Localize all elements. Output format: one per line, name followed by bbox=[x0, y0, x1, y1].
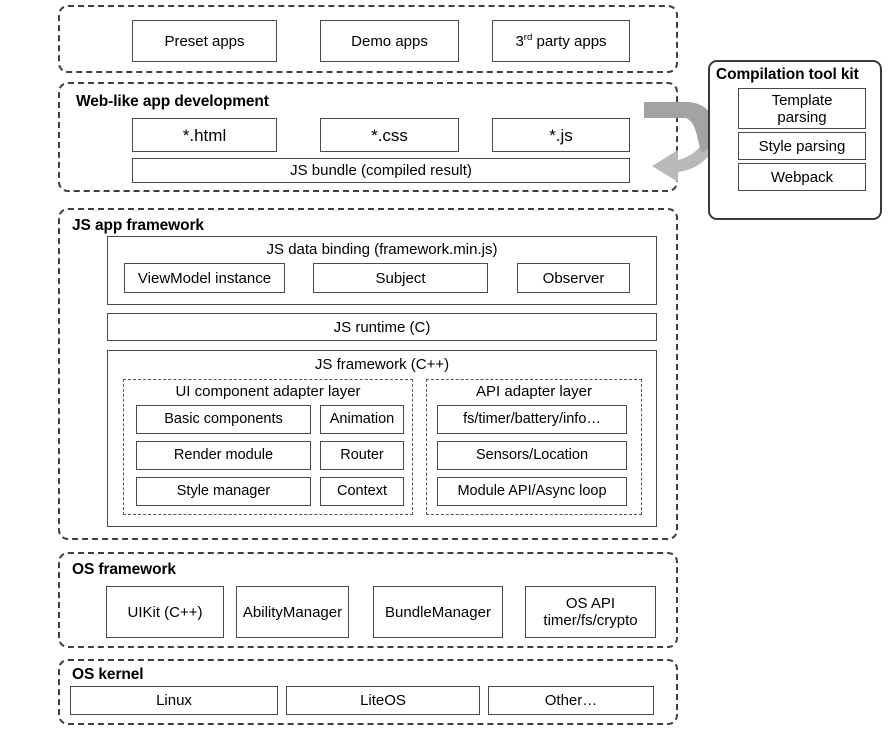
ui-box-animation[interactable]: Animation bbox=[320, 405, 404, 434]
api-adapter-layer-group: API adapter layer fs/timer/battery/info…… bbox=[426, 379, 642, 515]
api-box-module-api-async-loop[interactable]: Module API/Async loop bbox=[437, 477, 627, 506]
ui-box-context-label: Context bbox=[337, 483, 387, 499]
ui-box-style-manager[interactable]: Style manager bbox=[136, 477, 311, 506]
binding-box-subject[interactable]: Subject bbox=[313, 263, 488, 293]
ui-box-style-manager-label: Style manager bbox=[176, 483, 271, 499]
ui-box-context[interactable]: Context bbox=[320, 477, 404, 506]
os-kernel-title: OS kernel bbox=[72, 666, 144, 683]
binding-box-viewmodel-label: ViewModel instance bbox=[137, 269, 272, 287]
ui-box-render-module-label: Render module bbox=[173, 447, 274, 463]
file-box-css[interactable]: *.css bbox=[320, 118, 459, 152]
js-app-framework-title: JS app framework bbox=[72, 217, 204, 234]
binding-box-viewmodel[interactable]: ViewModel instance bbox=[124, 263, 285, 293]
file-box-js[interactable]: *.js bbox=[492, 118, 630, 152]
js-framework-label: JS framework (C++) bbox=[314, 356, 450, 373]
os-framework-group: OS framework UIKit (C++) AbilityManager … bbox=[58, 552, 678, 648]
os-framework-box-abilitymanager-label: AbilityManager bbox=[242, 603, 343, 621]
js-framework-box: JS framework (C++) UI component adapter … bbox=[107, 350, 657, 527]
os-kernel-box-liteos-label: LiteOS bbox=[360, 692, 406, 709]
api-box-fs-timer-battery[interactable]: fs/timer/battery/info… bbox=[437, 405, 627, 434]
binding-box-observer-label: Observer bbox=[542, 269, 605, 287]
file-box-html[interactable]: *.html bbox=[132, 118, 277, 152]
app-box-preset[interactable]: Preset apps bbox=[132, 20, 277, 62]
os-kernel-box-linux-label: Linux bbox=[156, 692, 192, 709]
os-kernel-box-liteos[interactable]: LiteOS bbox=[286, 686, 480, 715]
ui-box-basic-components-label: Basic components bbox=[164, 411, 283, 427]
js-bundle-label: JS bundle (compiled result) bbox=[290, 162, 472, 179]
ui-box-router-label: Router bbox=[340, 447, 384, 463]
os-framework-box-uikit-label: UIKit (C++) bbox=[127, 603, 203, 621]
app-box-demo-label: Demo apps bbox=[351, 32, 428, 50]
app-box-demo[interactable]: Demo apps bbox=[320, 20, 459, 62]
api-box-module-api-async-loop-label: Module API/Async loop bbox=[457, 483, 607, 499]
js-bundle-box[interactable]: JS bundle (compiled result) bbox=[132, 158, 630, 183]
api-box-sensors-location-label: Sensors/Location bbox=[475, 447, 589, 463]
binding-box-observer[interactable]: Observer bbox=[517, 263, 630, 293]
ui-component-adapter-layer-group: UI component adapter layer Basic compone… bbox=[123, 379, 413, 515]
tool-box-template-parsing-label: Template parsing bbox=[771, 91, 833, 126]
app-box-preset-label: Preset apps bbox=[164, 32, 245, 50]
tool-box-style-parsing[interactable]: Style parsing bbox=[738, 132, 866, 160]
compilation-tool-kit-panel: Compilation tool kit Template parsing St… bbox=[708, 60, 882, 220]
os-kernel-box-linux[interactable]: Linux bbox=[70, 686, 278, 715]
js-data-binding-label: JS data binding (framework.min.js) bbox=[266, 241, 498, 258]
ui-box-render-module[interactable]: Render module bbox=[136, 441, 311, 470]
os-framework-box-uikit[interactable]: UIKit (C++) bbox=[106, 586, 224, 638]
tool-box-style-parsing-label: Style parsing bbox=[758, 137, 846, 155]
js-app-framework-group: JS app framework JS data binding (framew… bbox=[58, 208, 678, 540]
compilation-tool-kit-title: Compilation tool kit bbox=[716, 66, 859, 83]
api-adapter-layer-title: API adapter layer bbox=[476, 383, 592, 400]
os-framework-box-bundlemanager-label: BundleManager bbox=[385, 603, 491, 621]
os-kernel-group: OS kernel Linux LiteOS Other… bbox=[58, 659, 678, 725]
api-box-sensors-location[interactable]: Sensors/Location bbox=[437, 441, 627, 470]
file-box-html-label: *.html bbox=[182, 125, 227, 145]
file-box-js-label: *.js bbox=[549, 125, 573, 145]
os-kernel-box-other-label: Other… bbox=[544, 692, 598, 709]
js-runtime-box[interactable]: JS runtime (C) bbox=[107, 313, 657, 341]
curved-loop-arrow-icon bbox=[644, 102, 717, 182]
ui-box-animation-label: Animation bbox=[329, 411, 395, 427]
web-dev-layer-group: Web-like app development *.html *.css *.… bbox=[58, 82, 678, 192]
api-box-fs-timer-battery-label: fs/timer/battery/info… bbox=[463, 411, 601, 427]
web-dev-layer-title: Web-like app development bbox=[76, 93, 269, 110]
app-box-third-party[interactable]: 3rd party apps bbox=[492, 20, 630, 62]
tool-box-webpack-label: Webpack bbox=[770, 168, 834, 186]
ui-box-basic-components[interactable]: Basic components bbox=[136, 405, 311, 434]
app-box-third-party-label: 3rd party apps bbox=[515, 31, 607, 50]
ordinal-suffix: rd bbox=[523, 31, 533, 43]
ui-box-router[interactable]: Router bbox=[320, 441, 404, 470]
ui-component-adapter-layer-title: UI component adapter layer bbox=[175, 383, 361, 400]
os-framework-title: OS framework bbox=[72, 561, 176, 578]
js-runtime-label: JS runtime (C) bbox=[333, 318, 431, 336]
js-data-binding-box: JS data binding (framework.min.js) ViewM… bbox=[107, 236, 657, 305]
file-box-css-label: *.css bbox=[371, 125, 408, 145]
os-framework-box-abilitymanager[interactable]: AbilityManager bbox=[236, 586, 349, 638]
tool-box-webpack[interactable]: Webpack bbox=[738, 163, 866, 191]
os-framework-box-os-api[interactable]: OS API timer/fs/crypto bbox=[525, 586, 656, 638]
apps-layer-group: Preset apps Demo apps 3rd party apps bbox=[58, 5, 678, 73]
os-kernel-box-other[interactable]: Other… bbox=[488, 686, 654, 715]
os-framework-box-os-api-label: OS API timer/fs/crypto bbox=[543, 595, 638, 629]
os-framework-box-bundlemanager[interactable]: BundleManager bbox=[373, 586, 503, 638]
tool-box-template-parsing[interactable]: Template parsing bbox=[738, 88, 866, 129]
binding-box-subject-label: Subject bbox=[375, 269, 426, 287]
